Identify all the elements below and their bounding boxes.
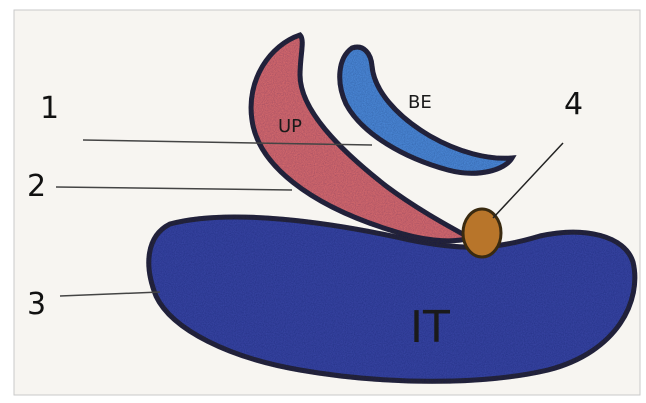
callout-number-3: 3 [27,287,46,322]
region-up-label: UP [278,116,302,137]
callout-number-2: 2 [27,169,46,204]
region-be-label: BE [408,92,432,113]
region-it-label: IT [410,302,450,353]
callout-number-4: 4 [564,87,583,122]
callout-number-1: 1 [40,91,59,126]
